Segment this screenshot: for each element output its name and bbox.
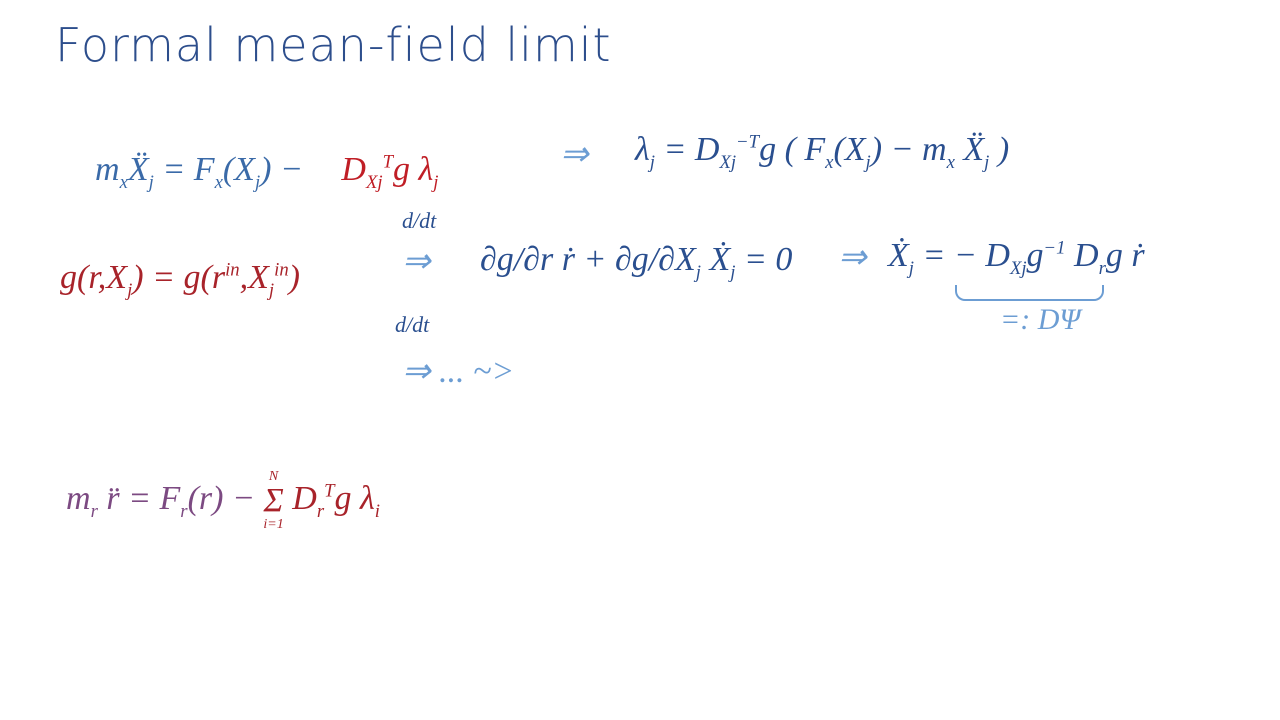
implies-arrow-2: ⇒ [402,243,431,280]
brace-label: =: DΨ [1000,303,1081,336]
page-title: Formal mean-field limit [55,18,612,72]
equation-1: mxẌj = Fx(Xj) − DXjTg λj [95,151,439,193]
equation-1-solved: λj = DXj−Tg ( Fx(Xj) − mx Ẍj ) [635,131,1010,173]
implies-arrow-1: ⇒ [560,136,589,173]
continuation-line: ⇒ ... ~> [402,353,515,390]
velocity-equation: Ẋj = − DXjg−1 Drg ṙ [888,237,1145,279]
differentiated-constraint: ∂g/∂r ṙ + ∂g/∂Xj Ẋj = 0 [480,241,793,283]
time-derivative-label: d/dt [402,208,437,233]
constraint-equation: g(r,Xj) = g(rin,Xjin) [60,259,300,301]
implies-arrow-3: ⇒ [838,239,867,276]
underbrace [955,285,1104,301]
time-derivative-label-2: d/dt [395,312,430,337]
